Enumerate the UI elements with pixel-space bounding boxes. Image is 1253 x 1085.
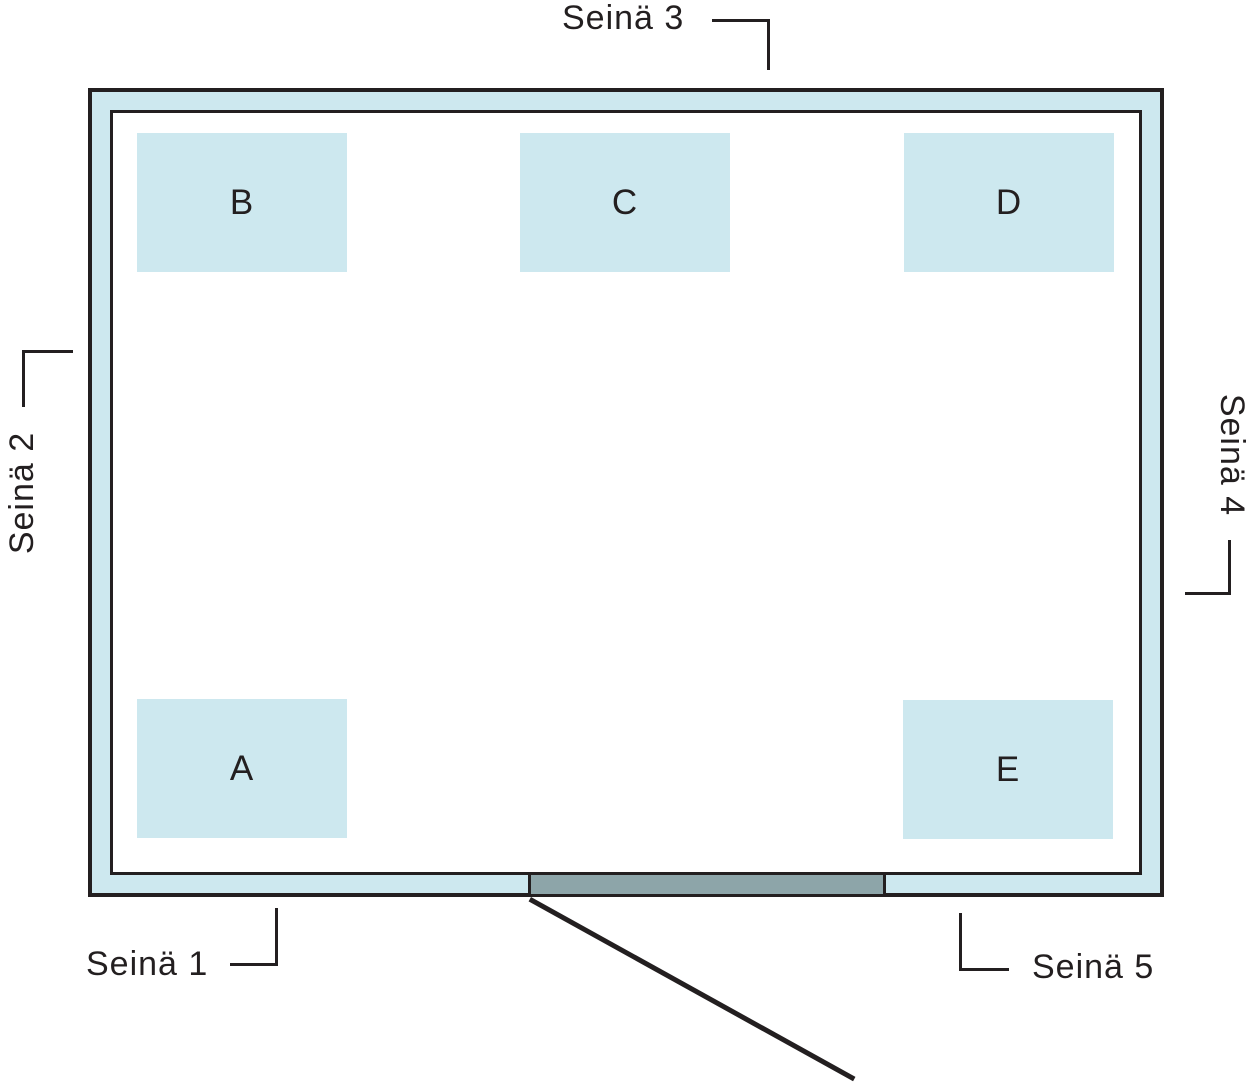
zone-c-label: C: [611, 182, 639, 222]
wall-label-5: Seinä 5: [1032, 948, 1155, 986]
wall-label-1: Seinä 1: [86, 945, 209, 983]
zone-d-label: D: [995, 182, 1023, 222]
zone-d: D: [904, 133, 1114, 272]
zone-b-label: B: [229, 182, 255, 222]
wall-4-leader-line: [1185, 540, 1231, 595]
wall-label-3: Seinä 3: [562, 0, 685, 37]
wall-label-4: Seinä 4: [1213, 393, 1251, 517]
door: [528, 872, 886, 897]
zone-b: B: [137, 133, 347, 272]
zone-a-label: A: [229, 748, 255, 788]
wall-1-leader-line: [230, 908, 278, 966]
door-swing-line: [528, 897, 856, 1082]
wall-3-leader-line: [712, 19, 770, 70]
wall-label-2: Seinä 2: [3, 431, 41, 555]
wall-2-leader-line: [22, 350, 73, 407]
zone-e: E: [903, 700, 1113, 839]
wall-5-leader-line: [959, 913, 1009, 971]
zone-a: A: [137, 699, 347, 838]
zone-c: C: [520, 133, 730, 272]
zone-e-label: E: [995, 749, 1021, 789]
